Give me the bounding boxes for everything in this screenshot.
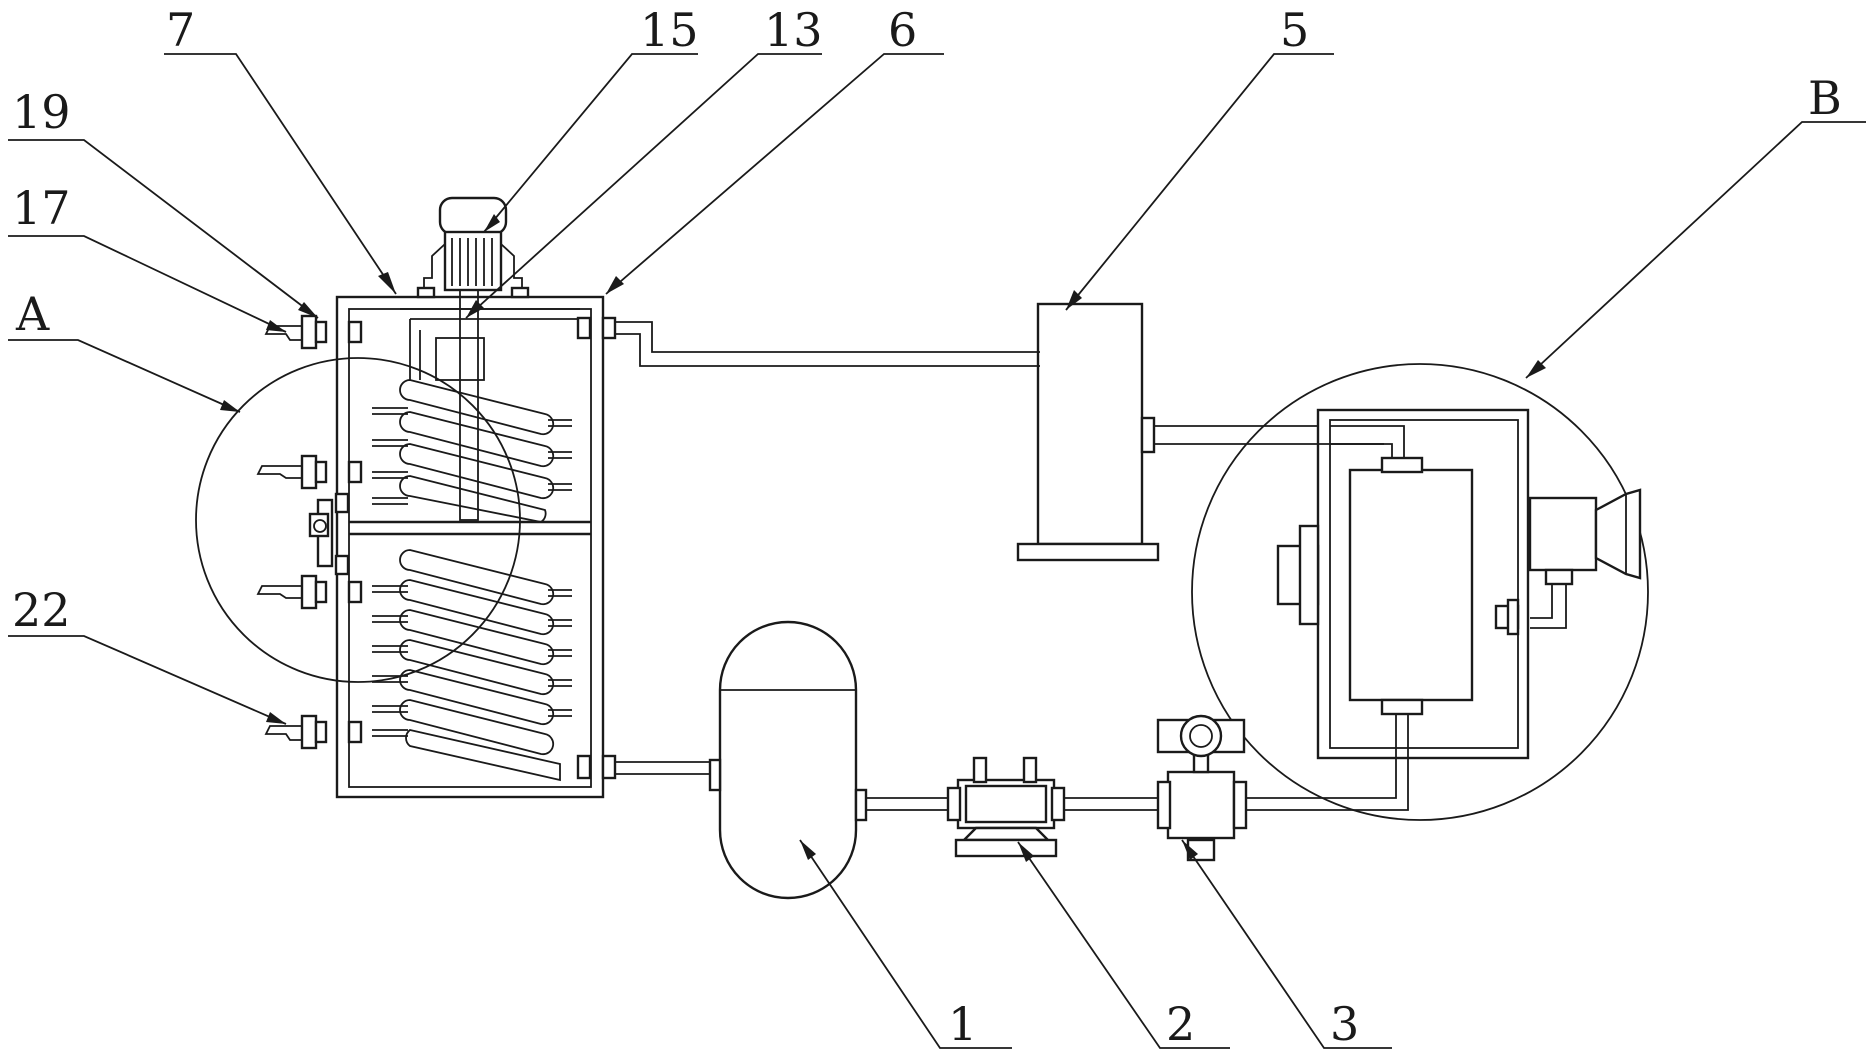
label-19: 19 [12,85,71,139]
reactor-tank [335,295,605,799]
callout-arrowheads [220,214,1546,862]
valve-3 [1156,714,1248,862]
detail-b [1191,363,1649,821]
detail-circle-a [195,357,521,683]
label-22: 22 [12,583,71,637]
callout-labels: 7 15 13 6 5 B 19 17 A 22 1 2 3 [12,3,1842,1051]
label-6: 6 [888,3,917,57]
pump-2 [946,756,1066,858]
tank-1 [708,620,868,900]
label-3: 3 [1330,997,1359,1051]
label-5: 5 [1280,3,1309,57]
label-2: 2 [1166,997,1195,1051]
callout-leaders [8,53,1866,1049]
upper-coil [372,379,572,523]
label-17: 17 [12,181,71,235]
lower-coil [372,549,572,782]
label-1: 1 [948,997,977,1051]
label-7: 7 [166,3,195,57]
unit-5 [1016,302,1160,562]
label-15: 15 [640,3,699,57]
label-13: 13 [764,3,823,57]
label-a: A [15,287,50,341]
motor [416,196,530,521]
left-valves [256,314,363,750]
label-b: B [1808,71,1842,125]
